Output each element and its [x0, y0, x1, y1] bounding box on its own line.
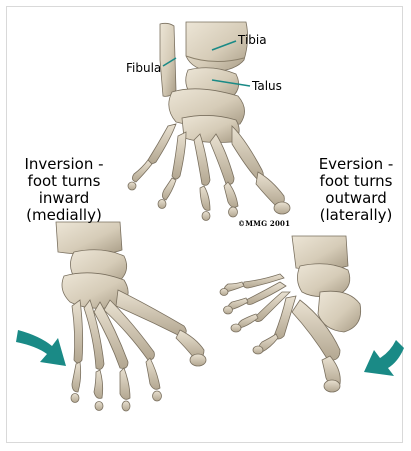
- eversion-line-4: (laterally): [304, 207, 408, 224]
- inversion-foot-illustration: [56, 222, 206, 411]
- copyright-credit: ©MMG 2001: [238, 219, 290, 228]
- inversion-line-2: foot turns: [14, 173, 114, 190]
- eversion-line-3: outward: [304, 190, 408, 207]
- eversion-foot-illustration: [220, 236, 361, 392]
- inversion-heading: Inversion - foot turns inward (medially): [14, 156, 114, 224]
- inversion-line-1: Inversion -: [14, 156, 114, 173]
- neutral-foot-illustration: [128, 22, 290, 221]
- inversion-line-4: (medially): [14, 207, 114, 224]
- eversion-line-1: Eversion -: [304, 156, 408, 173]
- curved-arrow-right-icon: [16, 330, 66, 366]
- tibia-label: Tibia: [238, 33, 267, 47]
- eversion-line-2: foot turns: [304, 173, 408, 190]
- eversion-heading: Eversion - foot turns outward (laterally…: [304, 156, 408, 224]
- tibia-bone: [186, 22, 248, 72]
- fibula-label: Fibula: [126, 61, 161, 75]
- talus-label: Talus: [252, 79, 282, 93]
- curved-arrow-left-icon: [364, 340, 404, 376]
- inversion-line-3: inward: [14, 190, 114, 207]
